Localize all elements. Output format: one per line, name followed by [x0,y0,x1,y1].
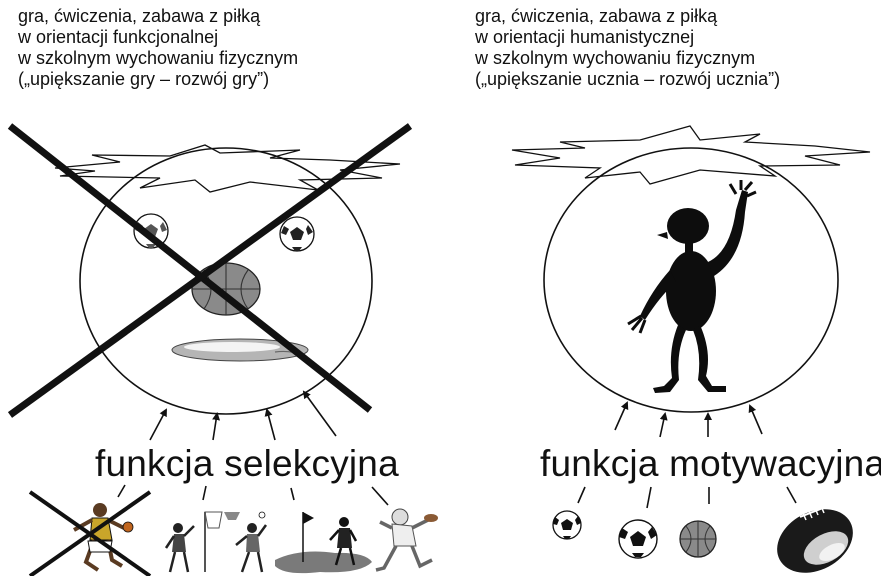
right-connector [787,487,796,503]
right-connector [578,487,585,503]
right-arrow [615,403,627,430]
american-football-icon [766,497,864,576]
right-arrow [750,406,762,434]
left-connector [118,485,125,497]
basketball-icon [192,263,260,315]
volleyball-player-icon [224,512,266,572]
right-arrow [660,414,665,437]
left-connector [203,486,206,500]
left-panel [10,126,438,576]
left-arrow [304,392,336,436]
golfer-icon [275,512,372,573]
left-cross-line [10,126,370,410]
left-connector [372,487,388,505]
right-panel [512,126,870,576]
left-connector [291,488,294,500]
soccer-ball-icon [619,520,657,558]
right-connector [647,487,651,508]
left-arrow [150,410,166,440]
basketball-icon [680,521,716,557]
right-lightning-bolt [512,126,870,184]
soccer-ball-icon [280,217,314,251]
soccer-ball-icon [553,511,581,539]
left-arrow [213,414,217,440]
left-arrow [267,410,275,440]
stick-figure-icon [628,180,756,393]
rugby-player-icon [376,509,438,570]
netball-player-icon [166,512,222,572]
